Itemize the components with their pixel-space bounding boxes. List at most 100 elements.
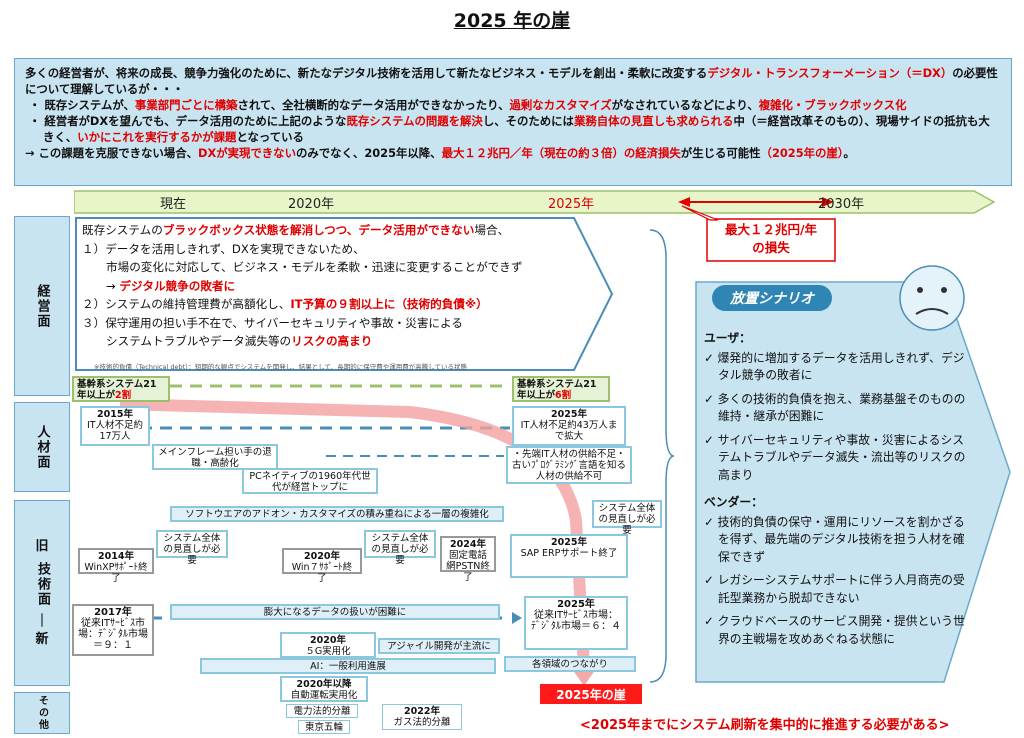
bottom-message: <2025年までにシステム刷新を集中的に推進する必要がある> <box>580 718 950 733</box>
scenario-user-item: ✓ 爆発的に増加するデータを活用しきれず、デジタル競争の敗者に <box>704 350 965 383</box>
side-label-tech-new: 新 <box>35 631 49 647</box>
loss-callout <box>706 218 836 262</box>
mgmt-intro-highlight: ブラックボックス状態を解消しつつ、データ活用ができない <box>162 223 475 237</box>
summary-text: 中（＝経営改革そのもの）、現場サイドの抵抗も大きく、 <box>43 114 990 144</box>
side-label-management: 経営面 <box>14 216 70 396</box>
hr-2025-box: 2025年 IT人材不足約43万人まで拡大 <box>512 406 626 446</box>
summary-text: の必要性について理解しているが・・・ <box>25 66 998 96</box>
summary-text: → この課題を克服できない場合、 <box>25 146 198 160</box>
scenario-vendor-item: ✓ レガシーシステムサポートに伴う人月商売の受託型業務から脱却できない <box>704 573 965 605</box>
management-arrow-box <box>75 217 614 371</box>
sap-box: 2025年 SAP ERPサポート終了 <box>510 534 628 578</box>
summary-highlight: いかにこれを実行するかが課題 <box>77 130 237 144</box>
win7-text: Win７ｻﾎﾟｰﾄ終了 <box>291 562 353 584</box>
timeline-2020: 2020年 <box>288 197 335 212</box>
core-system-2025: 基幹系システム21 年以上が6割 <box>512 376 610 402</box>
hr-2015-year: 2015年 <box>97 409 133 420</box>
scenario-user-item: ✓ 多くの技術的負債を抱え、業務基盤そのものの維持・継承が困難に <box>704 391 966 424</box>
win7-year: 2020年 <box>304 551 340 562</box>
connectivity-box: 各領域のつながり <box>504 656 636 672</box>
side-label-hr: 人材面 <box>14 402 70 492</box>
scenario-vendor-item: ✓ 技術的負債の保守・運用にリソースを割かざるを得ず、最先端のデジタル技術を担う… <box>704 514 965 564</box>
management-text: 既存システムのブラックボックス状態を解消しつつ、データ活用ができない場合、 １）… <box>82 221 602 351</box>
mainframe-box: メインフレーム担い手の退職・高齢化 <box>152 444 278 470</box>
win7-box: 2020年 Win７ｻﾎﾟｰﾄ終了 <box>282 548 362 584</box>
summary-text: 。 <box>843 146 855 160</box>
summary-highlight: 最大１２兆円／年（現在の約３倍）の経済損失 <box>441 146 681 160</box>
summary-highlight: 複雑化・ブラックボックス化 <box>758 98 907 112</box>
loss-label: の損失 <box>752 240 790 255</box>
it-market-2017-box: 2017年 従来ITｻｰﾋﾞｽ市場：ﾃﾞｼﾞﾀﾙ市場＝９：１ <box>72 604 154 656</box>
summary-text: がなされているなどにより、 <box>611 98 759 112</box>
data-volume-box: 膨大になるデータの扱いが困難に <box>170 604 500 620</box>
side-label-tech-main: 技術面 <box>35 561 50 607</box>
scenario-panel <box>695 265 1011 683</box>
core-system-2025-label2: 年以上が <box>517 390 556 401</box>
core-system-now-ratio: 2割 <box>115 390 132 401</box>
it-market-2025-text: 従来ITｻｰﾋﾞｽ市場：ﾃﾞｼﾞﾀﾙ市場＝６：４ <box>531 610 621 632</box>
mgmt-intro: 既存システムの <box>82 223 163 237</box>
pstn-box: 2024年 固定電話網PSTN終了 <box>440 536 496 583</box>
5g-box: 2020年 ５G実用化 <box>280 632 376 658</box>
page-title: 2025 年の崖 <box>453 10 571 32</box>
sap-year: 2025年 <box>551 537 587 548</box>
summary-text: 多くの経営者が、将来の成長、競争力強化のために、新たなデジタル技術を活用して新た… <box>25 66 708 80</box>
scenario-text: ユーザ： ✓ 爆発的に増加するデータを活用しきれず、デジタル競争の敗者に ✓ 多… <box>704 330 972 654</box>
loss-amount: 最大１２兆円/年 <box>724 222 818 237</box>
pc-native-box: PCネイティブの1960年代世代が経営トップに <box>242 468 378 494</box>
it-market-2025-box: 2025年 従来ITｻｰﾋﾞｽ市場：ﾃﾞｼﾞﾀﾙ市場＝６：４ <box>524 596 628 650</box>
mgmt-point1b: 市場の変化に対応して、ビジネス・モデルを柔軟・迅速に変更することができず <box>106 260 523 274</box>
summary-highlight: デジタル・トランスフォーメーション（＝DX） <box>707 66 953 80</box>
cliff-label: 2025年の崖 <box>540 684 642 704</box>
core-system-now-label2: 年以上が <box>77 390 116 401</box>
summary-text: のみでなく、2025年以降、 <box>295 146 442 160</box>
gas-year: 2022年 <box>404 706 440 717</box>
ai-box: AI：一般利用進展 <box>200 658 496 674</box>
pstn-year: 2024年 <box>450 539 486 550</box>
olympic-box: 東京五輪 <box>298 720 350 734</box>
scenario-user-heading: ユーザ： <box>704 331 751 345</box>
timeline-2030: 2030年 <box>818 197 865 212</box>
timeline-now: 現在 <box>160 197 187 212</box>
core-system-2025-ratio: 6割 <box>555 390 572 401</box>
side-label-tech-dash: ｜ <box>35 613 49 629</box>
summary-text: されて、全社横断的なデータ活用ができなかったり、 <box>237 98 510 112</box>
summary-highlight: DXが実現できない <box>197 146 296 160</box>
mgmt-point1c: デジタル競争の敗者に <box>119 278 236 293</box>
summary-text: ・ 既存システムが、 <box>29 98 135 112</box>
mgmt-point3b: システムトラブルやデータ滅失等の <box>106 334 292 348</box>
hr-2015-box: 2015年 IT人材不足約17万人 <box>80 406 150 446</box>
winxp-box: 2014年 WinXPｻﾎﾟｰﾄ終了 <box>78 548 154 584</box>
mgmt-arrow: → <box>106 278 120 293</box>
mgmt-point2a: ２）システムの維持管理費が高額化し、 <box>82 297 291 311</box>
mgmt-intro-end: 場合、 <box>474 223 510 237</box>
summary-text: が生じる可能性 <box>680 146 761 160</box>
summary-highlight: 既存システムの問題を解決 <box>346 114 483 128</box>
loss-text: 最大１２兆円/年 の損失 <box>706 221 836 257</box>
agile-box: アジャイル開発が主流に <box>378 638 500 654</box>
bracket <box>649 229 675 683</box>
5g-year: 2020年 <box>310 635 346 646</box>
summary-highlight: 業務自体の見直しも求められる <box>573 114 734 128</box>
old-it-box: ・先端IT人材の供給不足・古いﾌﾟﾛｸﾞﾗﾐﾝｸﾞ言語を知る人材の供給不可 <box>506 446 632 484</box>
scenario-title: 放置シナリオ <box>712 285 832 311</box>
summary-highlight: （2025年の崖） <box>760 146 844 160</box>
scenario-user-item: ✓ サイバーセキュリティや事故・災害によるシステムトラブルやデータ滅失・流出等の… <box>704 432 966 482</box>
mgmt-point2-highlight: IT予算の９割以上に（技術的負債※） <box>290 297 488 311</box>
mgmt-point3-highlight: リスクの高まり <box>291 334 373 348</box>
5g-text: ５G実用化 <box>305 646 351 657</box>
need-review-box-1: システム全体の見直しが必要 <box>592 500 662 536</box>
timeline-arrow <box>74 190 996 214</box>
software-complex-box: ソフトウエアのアドオン・カスタマイズの積み重ねによる一層の複雑化 <box>170 506 504 522</box>
side-label-other: その他 <box>14 692 70 734</box>
autonomous-text: 自動運転実用化 <box>290 690 358 701</box>
summary-text: し、そのためには <box>482 114 574 128</box>
sap-text: SAP ERPサポート終了 <box>520 548 618 559</box>
it-market-2017-text: 従来ITｻｰﾋﾞｽ市場：ﾃﾞｼﾞﾀﾙ市場＝９：１ <box>78 618 148 651</box>
tech-debt-note: ※技術的負債（Technical debt）：短期的な観点でシステムを開発し、結… <box>94 363 467 371</box>
timeline-2025: 2025年 <box>548 197 595 212</box>
pstn-text: 固定電話網PSTN終了 <box>446 550 490 583</box>
scenario-vendor-item: ✓ クラウドベースのサービス開発・提供という世界の主戦場を攻めあぐねる状態に <box>704 614 965 646</box>
mgmt-point3a: ３）保守運用の担い手不在で、サイバーセキュリティや事故・災害による <box>82 315 463 330</box>
scenario-vendor-heading: ベンダー： <box>704 495 763 509</box>
